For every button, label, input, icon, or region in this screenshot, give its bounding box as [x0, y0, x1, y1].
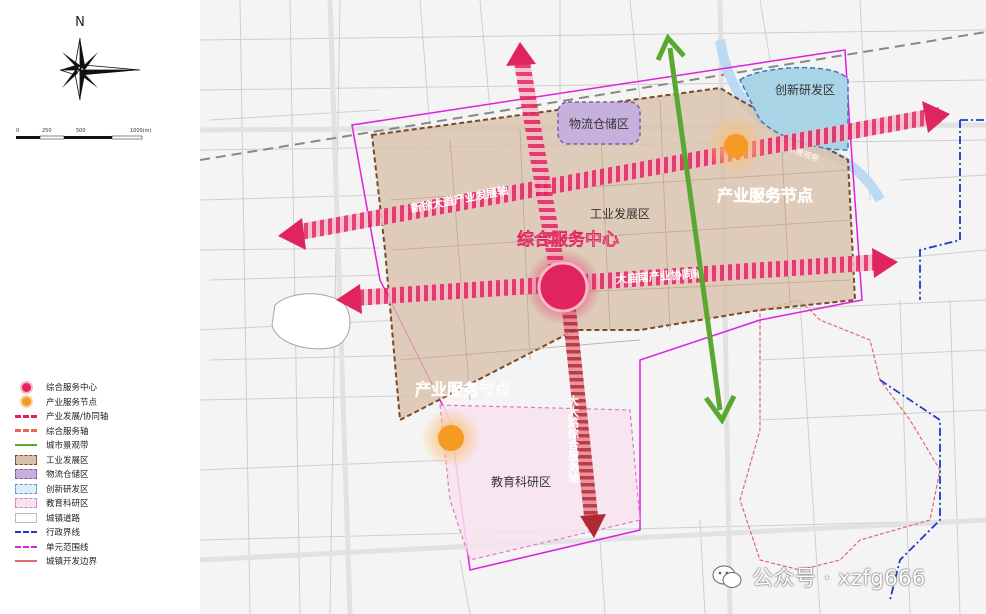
legend-admin-boundary: 行政界线 [12, 525, 202, 540]
railway-line [199, 31, 986, 161]
scale-tick-250: 250 [42, 128, 52, 134]
legend-label: 综合服务中心 [46, 383, 98, 394]
wechat-icon [712, 565, 742, 588]
service-axis-icon [15, 429, 37, 433]
north-label: N [75, 15, 85, 30]
legend-city-landscape: 城市景观带 [12, 438, 202, 453]
green-landscape-belt [655, 33, 737, 425]
scale-tick-500: 500 [76, 128, 86, 134]
legend-label: 行政界线 [46, 528, 81, 539]
legend-service-axis: 综合服务轴 [12, 424, 202, 439]
legend-panel-bg [0, 0, 200, 614]
legend-industry-node: 产业服务节点 [12, 395, 202, 410]
danan-axis [336, 248, 898, 314]
danan-axis-label: 大庙南产业协同轴 [615, 266, 704, 286]
unit-boundary-icon [15, 545, 37, 548]
industry-axis-icon [15, 414, 37, 418]
dev-boundary-icon [15, 560, 37, 563]
industry-zone-icon [15, 454, 37, 465]
admin-boundary-icon [15, 531, 37, 534]
admin-boundary-shape [879, 119, 986, 601]
logistics-zone-icon [15, 469, 37, 480]
town-road-icon [15, 512, 37, 523]
innovation-zone-icon [15, 483, 37, 494]
scale-tick-1000: 1000(m) [130, 128, 152, 134]
legend-label: 综合服务轴 [46, 426, 89, 437]
service-center-label: 综合服务中心 [517, 229, 619, 250]
service-center-marker [525, 249, 601, 325]
compass-rose: N 0 250 500 1000(m) [16, 15, 152, 140]
dev-boundary-shape [739, 299, 941, 571]
north-axis [506, 42, 566, 277]
legend-industry-zone: 工业发展区 [12, 453, 202, 468]
scale-bar [16, 135, 143, 140]
legend-service-center: 综合服务中心 [12, 380, 202, 395]
industry-node-icon [21, 397, 31, 407]
education-zone-icon [15, 498, 37, 509]
legend-unit-boundary: 单元范围线 [12, 540, 202, 555]
landscape-belt-icon [15, 444, 37, 447]
scale-tick-0: 0 [16, 128, 19, 134]
legend-label: 创新研发区 [46, 484, 89, 495]
legend-education-zone: 教育科研区 [12, 496, 202, 511]
legend-innovation-zone: 创新研发区 [12, 482, 202, 497]
legend-industry-axis: 产业发展/协同轴 [12, 409, 202, 424]
map-legend: 综合服务中心 产业服务节点 产业发展/协同轴 综合服务轴 城市景观带 工业发展区… [12, 380, 202, 569]
legend-label: 城市景观带 [46, 441, 89, 452]
dada-axis-label-group: 大大路综合服务轴 [567, 394, 580, 484]
dada-axis [561, 299, 606, 538]
watermark-text: 公众号 · xzfg666 [752, 566, 926, 590]
industry-zone-label: 工业发展区 [590, 206, 650, 221]
industry-node-sw-marker [421, 408, 481, 468]
compass-icon [59, 37, 141, 101]
innovation-label: 创新研发区 [775, 82, 835, 97]
legend-label: 城镇道路 [46, 513, 81, 524]
legend-label: 城镇开发边界 [46, 557, 98, 568]
legend-logistics-zone: 物流仓储区 [12, 467, 202, 482]
legend-dev-boundary: 城镇开发边界 [12, 554, 202, 569]
legend-label: 产业服务节点 [46, 397, 98, 408]
lake [271, 293, 351, 350]
dada-axis-label: 大大路综合服务轴 [567, 394, 580, 484]
xinxu-axis [278, 101, 950, 250]
legend-town-road: 城镇道路 [12, 511, 202, 526]
logistics-zone [557, 101, 641, 145]
logistics-label: 物流仓储区 [569, 116, 629, 131]
service-center-icon [21, 382, 31, 392]
industry-node-ne-marker [706, 116, 766, 176]
wechat-watermark: 公众号 · xzfg666 [712, 562, 926, 592]
legend-label: 教育科研区 [46, 499, 89, 510]
legend-label: 单元范围线 [46, 542, 89, 553]
industry-node-ne-label: 产业服务节点 [717, 186, 813, 205]
legend-label: 物流仓储区 [46, 470, 89, 481]
education-label: 教育科研区 [491, 474, 551, 489]
legend-label: 工业发展区 [46, 455, 89, 466]
industry-node-sw-label: 产业服务节点 [415, 380, 511, 399]
legend-label: 产业发展/协同轴 [46, 412, 109, 423]
